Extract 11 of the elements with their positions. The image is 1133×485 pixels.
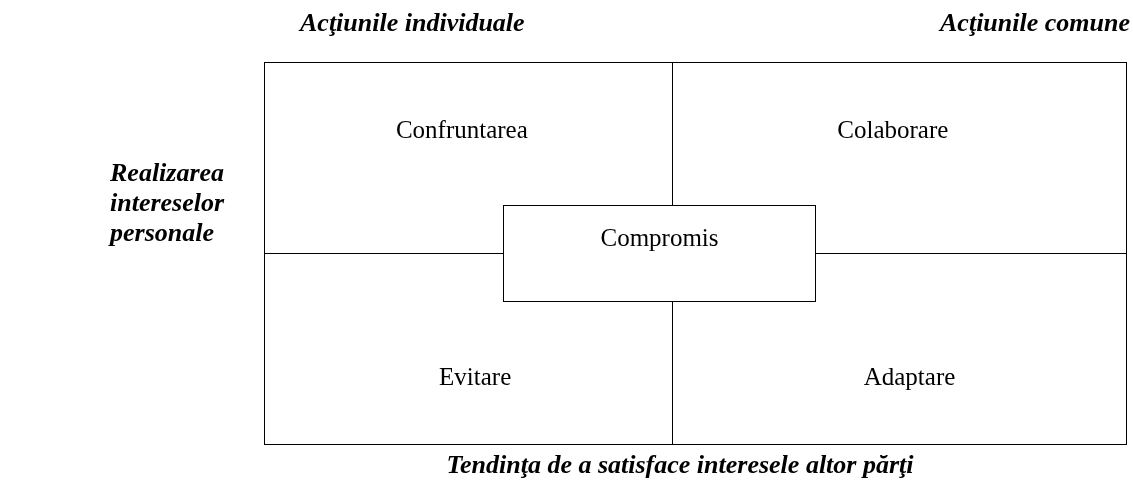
axis-label: Acţiunile individuale bbox=[300, 8, 526, 38]
center-box bbox=[503, 205, 816, 302]
quadrant-label: Confruntarea bbox=[395, 116, 528, 144]
quadrant-label: Compromis bbox=[600, 224, 719, 252]
quadrant-label: Adaptare bbox=[863, 363, 956, 391]
axis-label: Acţiunile comune bbox=[937, 8, 1130, 38]
axis-label: Tendinţa de a satisface interesele altor părţi bbox=[445, 450, 915, 480]
quadrant-label: Evitare bbox=[439, 363, 512, 391]
quadrant-cell bbox=[672, 253, 1127, 445]
axis-label: Realizarea intereselor personale bbox=[110, 158, 226, 248]
quadrant-label: Colaborare bbox=[837, 116, 949, 144]
